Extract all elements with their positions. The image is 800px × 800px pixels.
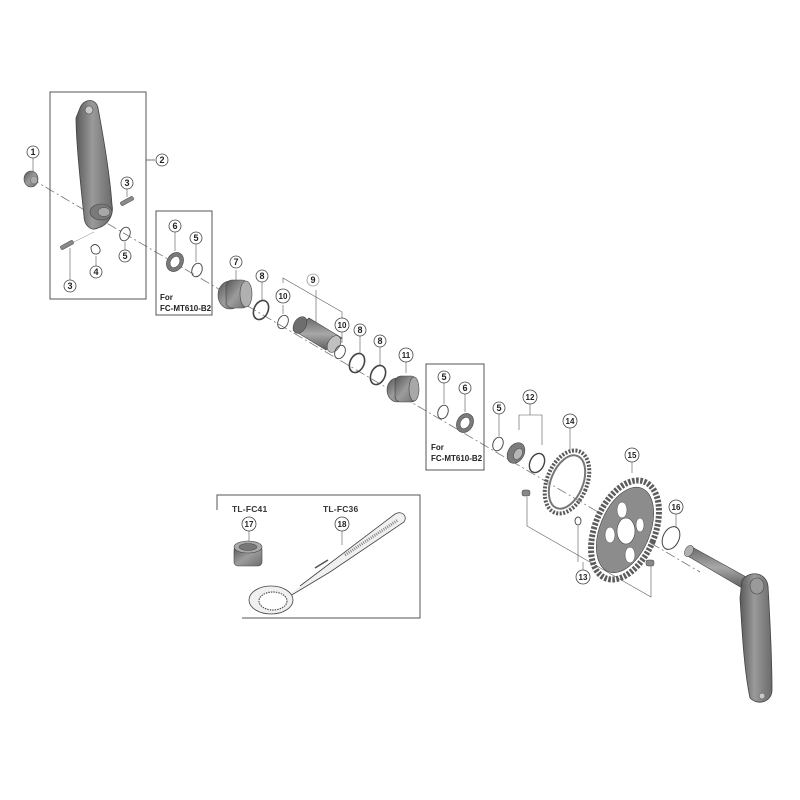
callout-8b: 8 bbox=[353, 323, 367, 337]
svg-text:16: 16 bbox=[672, 503, 681, 512]
svg-text:12: 12 bbox=[526, 393, 535, 402]
svg-text:17: 17 bbox=[245, 520, 254, 529]
callout-3-upper: 3 bbox=[120, 176, 134, 190]
callout-8a: 8 bbox=[255, 269, 269, 283]
callout-11: 11 bbox=[398, 347, 414, 363]
right-crank-arm-with-spindle bbox=[684, 545, 773, 703]
svg-text:11: 11 bbox=[402, 351, 411, 360]
variant-note-model: FC-MT610-B2 bbox=[431, 454, 483, 463]
svg-text:6: 6 bbox=[462, 383, 467, 393]
o-ring-5-left bbox=[191, 262, 203, 278]
callout-13: 13 bbox=[575, 569, 591, 585]
safety-plate bbox=[90, 244, 101, 255]
svg-text:15: 15 bbox=[628, 451, 637, 460]
callout-labels: 1 2 3 3 4 5 5 6 7 8 9 10 10 8 8 11 5 6 5… bbox=[26, 145, 684, 585]
callout-18: 18 bbox=[334, 516, 350, 532]
svg-text:8: 8 bbox=[377, 336, 382, 346]
left-crank-arm-group bbox=[49, 91, 155, 300]
left-crank-arm bbox=[75, 100, 113, 230]
o-ring-16 bbox=[661, 526, 681, 550]
svg-text:9: 9 bbox=[310, 275, 315, 285]
callout-4: 4 bbox=[89, 265, 103, 279]
svg-text:5: 5 bbox=[496, 403, 501, 413]
variant-note-for: For bbox=[160, 293, 173, 302]
callout-7: 7 bbox=[229, 255, 243, 269]
svg-text:13: 13 bbox=[579, 573, 588, 582]
tools-box: TL-FC41 TL-FC36 bbox=[216, 494, 421, 619]
bb-adapter-right bbox=[386, 362, 420, 403]
callout-10a: 10 bbox=[275, 288, 291, 304]
callout-3-lower: 3 bbox=[63, 279, 77, 293]
o-ring-10b bbox=[334, 344, 346, 360]
o-ring-5-box-right bbox=[437, 404, 449, 420]
chainring-bolt-group bbox=[521, 489, 655, 598]
callout-6-right-box: 6 bbox=[458, 381, 472, 395]
svg-text:14: 14 bbox=[566, 417, 575, 426]
svg-text:10: 10 bbox=[338, 321, 347, 330]
svg-text:18: 18 bbox=[338, 520, 347, 529]
group-box-2 bbox=[49, 91, 147, 300]
svg-text:8: 8 bbox=[357, 325, 362, 335]
variant-note-model: FC-MT610-B2 bbox=[160, 304, 212, 313]
callout-14: 14 bbox=[562, 413, 578, 429]
svg-text:4: 4 bbox=[93, 267, 98, 277]
svg-text:5: 5 bbox=[122, 251, 127, 261]
chainring-spacer-group bbox=[506, 403, 546, 474]
svg-text:5: 5 bbox=[193, 233, 198, 243]
callout-9: 9 bbox=[306, 273, 320, 287]
bb-o-ring-8a bbox=[252, 299, 270, 321]
callout-6-left-box: 6 bbox=[168, 219, 182, 233]
callout-5-right-box: 5 bbox=[437, 370, 451, 384]
variant-box-right: For FC-MT610-B2 bbox=[425, 363, 485, 471]
o-ring-box2 bbox=[119, 226, 131, 242]
outer-chainring-15 bbox=[588, 462, 662, 583]
svg-text:2: 2 bbox=[159, 155, 164, 165]
callout-2: 2 bbox=[155, 153, 169, 167]
tool-name-tl-fc36: TL-FC36 bbox=[323, 504, 358, 514]
svg-text:6: 6 bbox=[172, 221, 177, 231]
callout-17: 17 bbox=[241, 516, 257, 532]
svg-text:10: 10 bbox=[279, 292, 288, 301]
tool-name-tl-fc41: TL-FC41 bbox=[232, 504, 267, 514]
tool-tl-fc41 bbox=[233, 530, 263, 567]
svg-text:3: 3 bbox=[67, 281, 72, 291]
callout-12: 12 bbox=[522, 389, 538, 405]
svg-text:8: 8 bbox=[259, 271, 264, 281]
svg-text:1: 1 bbox=[30, 147, 35, 157]
center-axis-line bbox=[29, 177, 701, 573]
callout-16: 16 bbox=[668, 499, 684, 515]
svg-text:5: 5 bbox=[441, 372, 446, 382]
tool-tl-fc36 bbox=[248, 512, 406, 615]
callout-10b: 10 bbox=[334, 317, 350, 333]
bb-adapter-left bbox=[217, 270, 253, 310]
svg-text:3: 3 bbox=[124, 178, 129, 188]
bb-o-ring-8c bbox=[369, 364, 387, 386]
variant-box-left: For FC-MT610-B2 bbox=[155, 210, 213, 316]
callout-5-outer: 5 bbox=[492, 401, 506, 415]
callout-5-left-box: 5 bbox=[189, 231, 203, 245]
bb-o-ring-8b bbox=[348, 352, 366, 374]
inner-chainring-14 bbox=[542, 428, 592, 516]
callout-1: 1 bbox=[26, 145, 40, 159]
inner-cover-sleeve bbox=[292, 316, 343, 353]
callout-15: 15 bbox=[624, 447, 640, 463]
o-ring-10a bbox=[277, 314, 289, 330]
pinch-bolt-upper bbox=[120, 196, 134, 206]
crank-arm-fixing-bolt bbox=[23, 158, 39, 188]
variant-note-for: For bbox=[431, 443, 444, 452]
callout-5-box2: 5 bbox=[118, 249, 132, 263]
o-ring-5-outer bbox=[492, 436, 504, 452]
pinch-bolt-lower bbox=[60, 231, 95, 250]
svg-text:7: 7 bbox=[233, 257, 238, 267]
callout-8c: 8 bbox=[373, 334, 387, 348]
